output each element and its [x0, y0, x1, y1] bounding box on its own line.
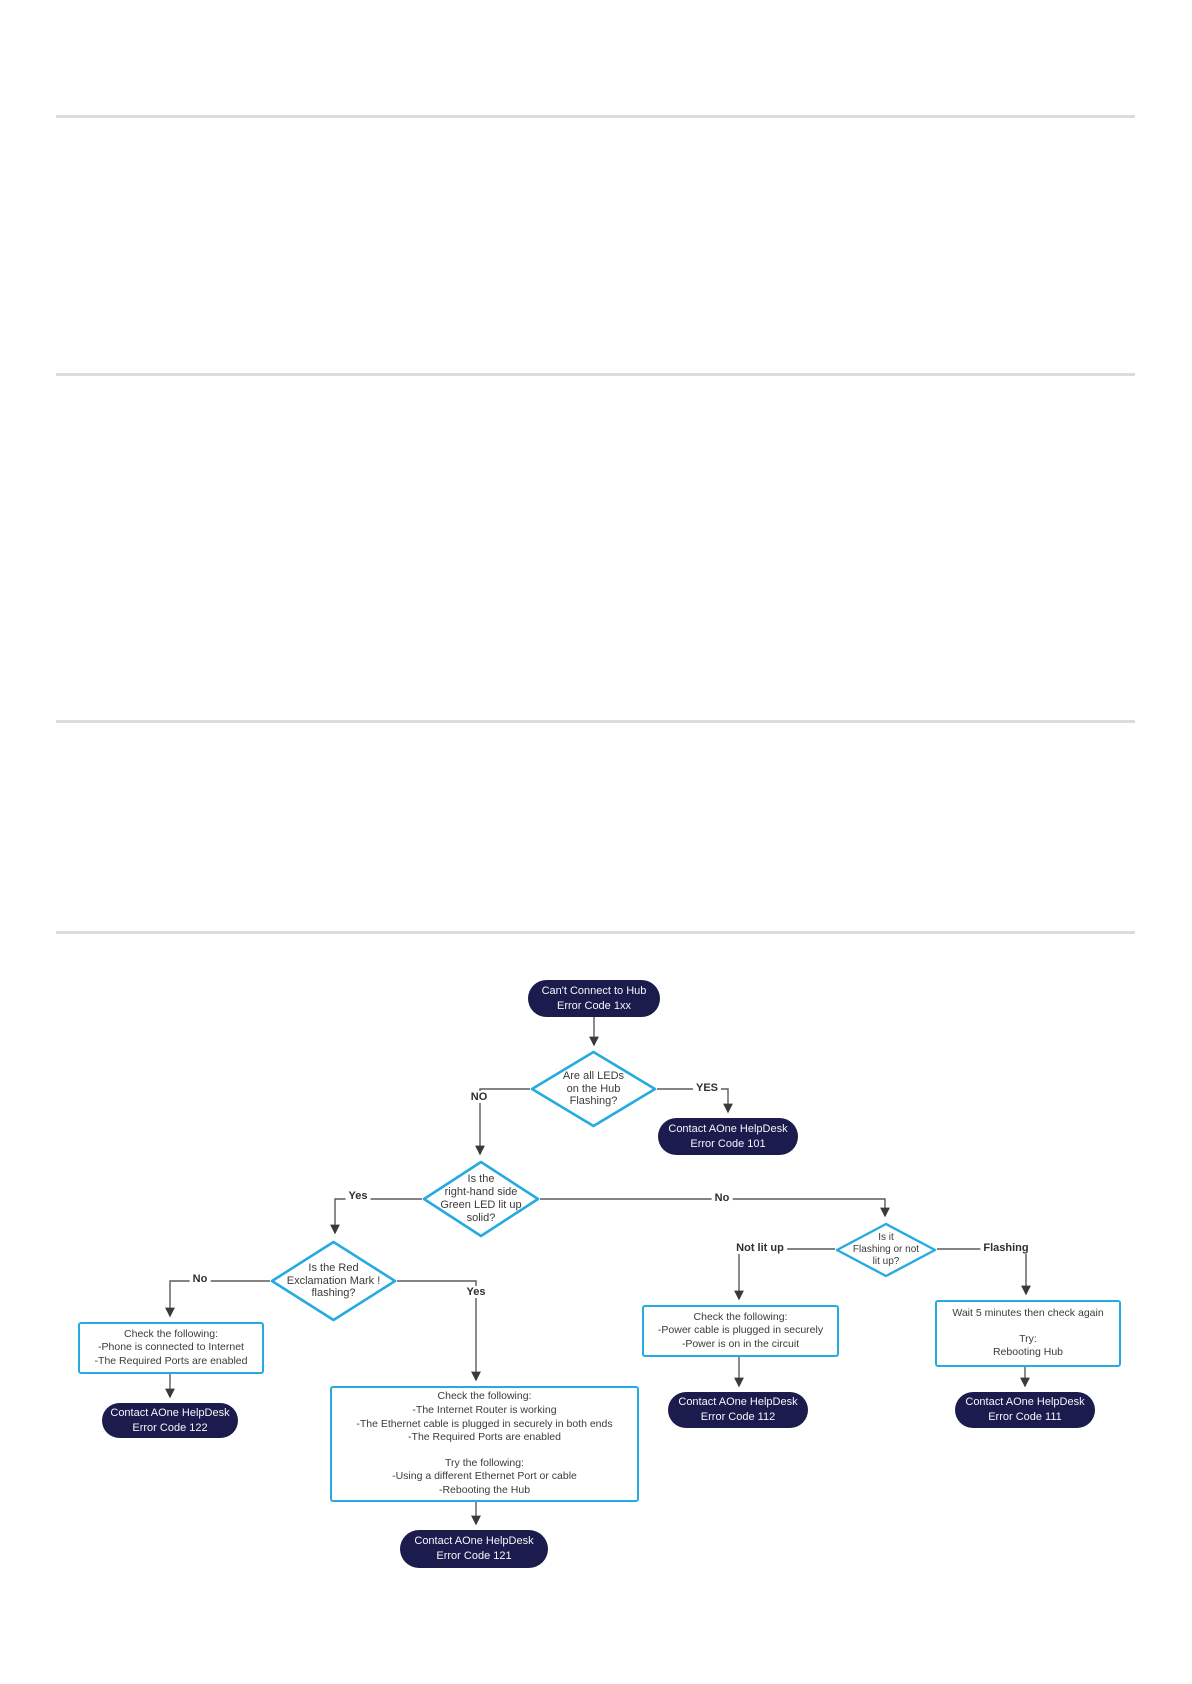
edge-label-yes: YES: [692, 1082, 722, 1094]
end-node-error-111: Contact AOne HelpDesk Error Code 111: [955, 1392, 1095, 1428]
checkbox-power-cable: Check the following: -Power cable is plu…: [642, 1305, 839, 1357]
end-node-error-112: Contact AOne HelpDesk Error Code 112: [668, 1392, 808, 1428]
edge-label-not-lit-up: Not lit up: [733, 1242, 787, 1254]
decision-green-led-solid: Is the right-hand side Green LED lit up …: [422, 1160, 540, 1238]
section-divider: [56, 720, 1135, 723]
decision-flashing-or-not-lit: Is it Flashing or not lit up?: [835, 1222, 937, 1278]
edge-label-yes-green: Yes: [345, 1190, 371, 1202]
end-node-error-101: Contact AOne HelpDesk Error Code 101: [658, 1118, 798, 1155]
checkbox-router-ethernet: Check the following: -The Internet Route…: [330, 1386, 639, 1502]
edge-label-yes-red: Yes: [463, 1286, 489, 1298]
edge-label-flashing: Flashing: [980, 1242, 1032, 1254]
decision-leds-flashing: Are all LEDs on the Hub Flashing?: [530, 1050, 657, 1128]
section-divider: [56, 931, 1135, 934]
end-node-error-121: Contact AOne HelpDesk Error Code 121: [400, 1530, 548, 1568]
edge-label-no-red: No: [189, 1273, 211, 1285]
edge-label-no: NO: [467, 1091, 491, 1103]
edge-label-no-green: No: [711, 1192, 733, 1204]
checkbox-phone-internet-ports: Check the following: -Phone is connected…: [78, 1322, 264, 1374]
section-divider: [56, 373, 1135, 376]
decision-red-exclamation: Is the Red Exclamation Mark ! flashing?: [270, 1240, 397, 1322]
checkbox-wait-reboot: Wait 5 minutes then check again Try: Reb…: [935, 1300, 1121, 1367]
start-node-cant-connect: Can't Connect to Hub Error Code 1xx: [528, 980, 660, 1017]
section-divider: [56, 115, 1135, 118]
end-node-error-122: Contact AOne HelpDesk Error Code 122: [102, 1403, 238, 1438]
